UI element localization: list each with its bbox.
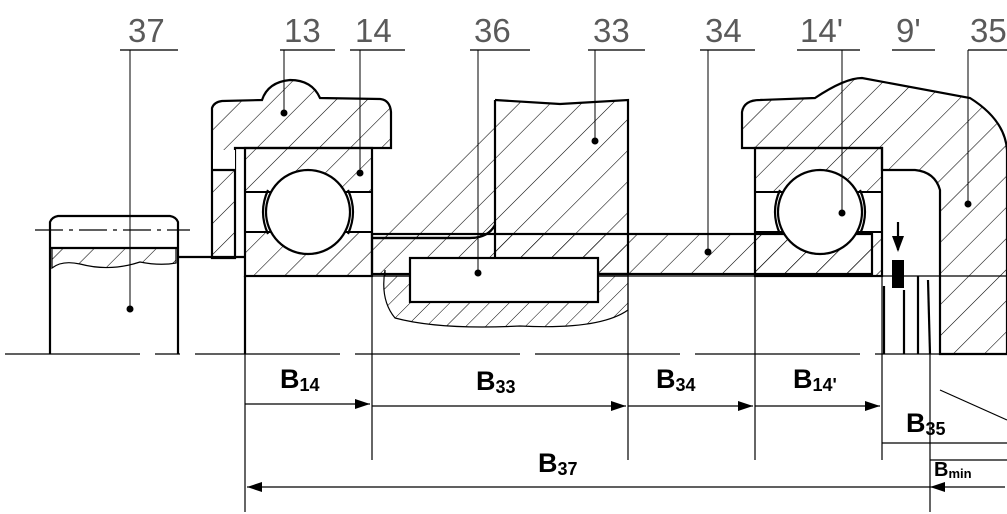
callout-13: 13 — [284, 12, 321, 49]
callout-14-prime: 14' — [800, 12, 843, 49]
callout-14: 14 — [355, 12, 392, 49]
callout-labels: 37 13 14 36 33 34 14' 9' 35 — [128, 12, 1007, 49]
callout-34: 34 — [705, 12, 742, 49]
dimension-labels: B14 B33 B34 B14' B35 B37 Bmin — [280, 364, 972, 481]
part-13-left-housing — [210, 78, 393, 260]
callout-37: 37 — [128, 12, 165, 49]
dimension-arrows — [245, 399, 1005, 492]
callout-9-prime: 9' — [896, 12, 921, 49]
dim-label-b34: B34 — [656, 364, 696, 395]
part-9-prime-ring — [882, 222, 932, 355]
dim-label-b14: B14 — [280, 364, 320, 395]
dimension-extension-lines — [244, 276, 1007, 512]
part-36-key — [383, 256, 629, 328]
callout-36: 36 — [474, 12, 511, 49]
leader-lines — [126, 50, 972, 313]
dim-label-b14-prime: B14' — [793, 364, 837, 395]
dim-label-b33: B33 — [476, 366, 516, 397]
bearing-14-prime-right — [753, 146, 884, 278]
bearing-14-left — [243, 146, 374, 278]
dim-label-bmin: Bmin — [934, 459, 972, 481]
callout-35: 35 — [970, 12, 1007, 49]
dim-label-b37: B37 — [538, 448, 578, 479]
dim-label-b35: B35 — [906, 408, 946, 439]
part-33-gear — [372, 98, 630, 354]
callout-33: 33 — [593, 12, 630, 49]
